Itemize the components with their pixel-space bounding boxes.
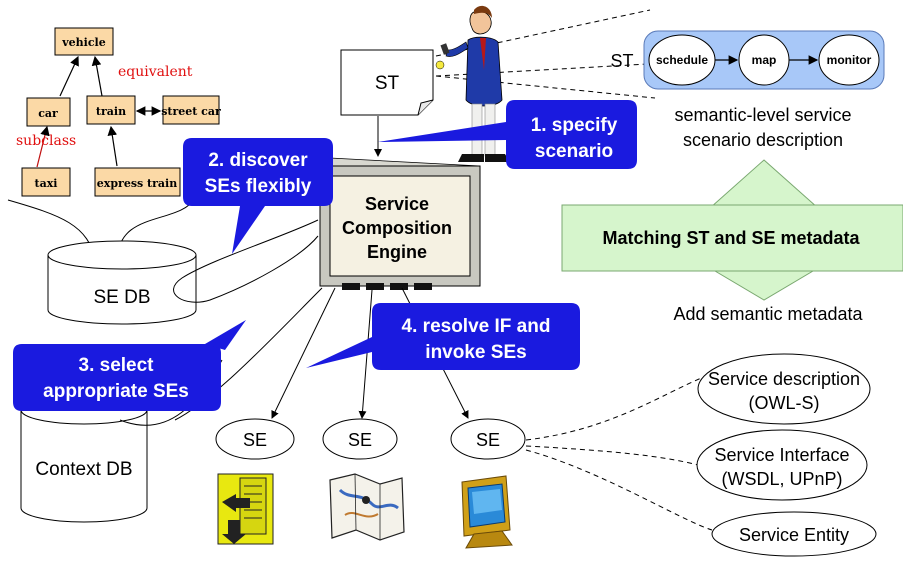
train-label: train — [96, 105, 126, 118]
step-schedule: schedule — [656, 53, 708, 67]
callout-discover-line2: SEs flexibly — [205, 176, 312, 197]
express-train-label: express train — [97, 177, 177, 190]
se-node: SE — [322, 418, 398, 460]
add-metadata-label: Add semantic metadata — [673, 304, 863, 324]
callout-resolve-invoke: 4. resolve IF and invoke SEs — [306, 303, 580, 370]
callout-specify-line1: 1. specify — [531, 115, 618, 136]
scenario-description-line2: scenario description — [683, 130, 843, 150]
vehicle-label: vehicle — [61, 36, 105, 49]
callout-select-ses: 3. select appropriate SEs — [13, 320, 246, 411]
map-icon — [329, 473, 405, 541]
streetcar-node — [162, 95, 220, 125]
callout-select-line1: 3. select — [79, 355, 155, 376]
context-db-cylinder: Context DB — [20, 395, 148, 523]
equivalent-label: equivalent — [118, 64, 193, 80]
engine-line2: Composition — [342, 218, 452, 238]
service-interface-node: Service Interface (WSDL, UPnP) — [696, 429, 868, 501]
scenario-box: ST schedule map monitor — [610, 30, 885, 90]
engine-line1: Service — [365, 194, 429, 214]
se-node: SE — [450, 418, 526, 460]
st-doc-label: ST — [375, 73, 400, 94]
callout-discover-ses: 2. discover SEs flexibly — [183, 138, 333, 254]
ontology-tree: vehicle car train street car taxi expres… — [16, 27, 221, 197]
matching-arrow: Matching ST and SE metadata — [561, 159, 903, 301]
se-db-cylinder: SE DB — [47, 240, 197, 325]
st-document: ST — [340, 49, 434, 116]
service-entity-label: Service Entity — [739, 525, 849, 545]
context-db-label: Context DB — [35, 459, 132, 480]
car-node — [26, 97, 71, 127]
express-train-node — [94, 167, 181, 197]
se-node: SE — [215, 418, 295, 460]
vehicle-node — [54, 27, 114, 56]
engine-line3: Engine — [367, 242, 427, 262]
se2-label: SE — [348, 430, 372, 450]
se-db-label: SE DB — [93, 287, 150, 308]
scenario-description-line1: semantic-level service — [674, 105, 851, 125]
service-description-node: Service description (OWL-S) — [697, 353, 871, 425]
car-label: car — [38, 107, 58, 120]
se3-label: SE — [476, 430, 500, 450]
step-monitor: monitor — [827, 53, 872, 67]
matching-label: Matching ST and SE metadata — [602, 228, 860, 248]
scenario-st-label: ST — [610, 51, 633, 71]
step-map: map — [752, 53, 777, 67]
callout-resolve-line1: 4. resolve IF and — [402, 316, 551, 337]
callout-discover-line1: 2. discover — [208, 150, 308, 171]
train-node — [86, 95, 136, 125]
callout-specify-scenario: 1. specify scenario — [378, 100, 637, 169]
monitor-icon — [461, 475, 513, 549]
callout-specify-line2: scenario — [535, 141, 613, 162]
callout-select-line2: appropriate SEs — [43, 381, 189, 402]
streetcar-label: street car — [161, 105, 221, 118]
service-description-line1: Service description — [708, 369, 860, 389]
composition-engine: Service Composition Engine — [319, 157, 481, 290]
taxi-label: taxi — [35, 177, 58, 190]
service-interface-line1: Service Interface — [714, 445, 849, 465]
document-tray-icon — [217, 473, 274, 545]
service-description-line2: (OWL-S) — [749, 393, 820, 413]
taxi-node — [21, 167, 71, 197]
callout-resolve-line2: invoke SEs — [425, 342, 526, 363]
service-interface-line2: (WSDL, UPnP) — [721, 469, 842, 489]
se1-label: SE — [243, 430, 267, 450]
service-entity-node: Service Entity — [711, 511, 877, 557]
subclass-label: subclass — [16, 133, 76, 149]
